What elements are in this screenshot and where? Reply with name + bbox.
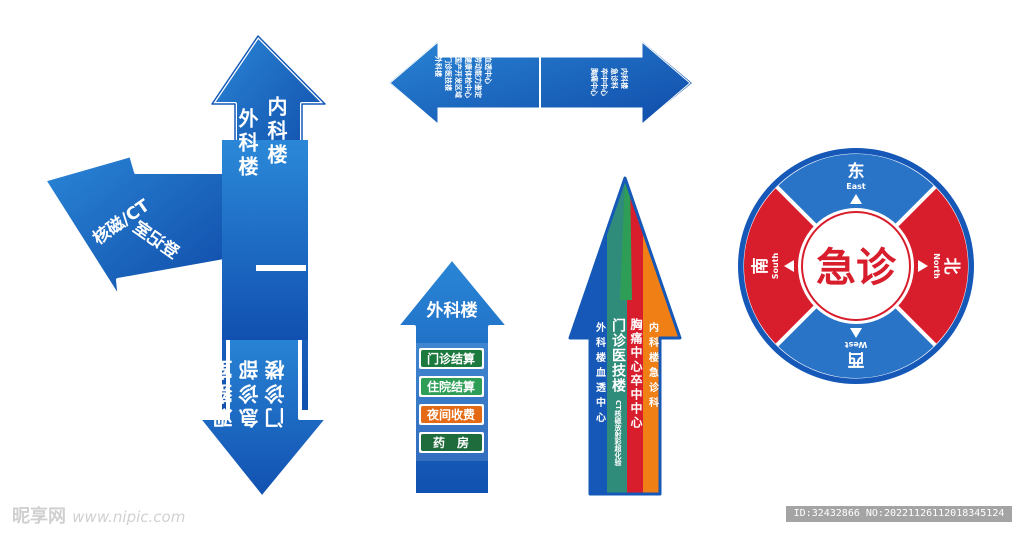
sign1-up-col-a: 外科楼: [235, 107, 259, 180]
sign4-col-a: 外科楼血透中心: [594, 321, 607, 427]
sign3-item-3-bg: [421, 434, 482, 451]
south-marker-icon: [784, 260, 794, 272]
sign1-down-col-a: 门诊楼: [264, 356, 288, 429]
compass-circle-sign: [738, 148, 974, 384]
sign3-title: 外科楼: [427, 300, 478, 321]
double-arrow-sign: [384, 35, 697, 130]
watermark-url: www.nipic.com: [72, 508, 186, 526]
compass-center-label: 急诊: [816, 245, 897, 291]
watermark-id: ID:32432866 NO:20221126112018345124: [786, 506, 1012, 522]
sign3-list: 门诊结算 住院结算 夜间收费 药 房: [419, 348, 484, 453]
sign4-col-d: 内科楼急诊科: [647, 321, 659, 412]
compass-north-label: 北: [941, 258, 961, 275]
sign1-down-col-c: 观察室: [212, 356, 236, 428]
east-marker-icon: [850, 194, 862, 204]
compass-west-en: West: [845, 340, 868, 349]
north-marker-icon: [918, 260, 928, 272]
sign3-item-2-bg: [421, 406, 482, 423]
sign3-item-0: 门诊结算: [427, 351, 475, 366]
sign3-item-1-bg: [421, 378, 482, 395]
sign2-right-line-2: 卒中中心: [600, 68, 609, 96]
west-marker-icon: [850, 328, 862, 338]
compass-south-label: 南: [750, 258, 771, 275]
watermark-left: 昵享网 www.nipic.com: [12, 502, 185, 528]
sign4-col-b-main: 门诊医技楼: [610, 317, 626, 393]
sign2-right-line-1: 急诊科: [610, 68, 619, 89]
sign2-left-line-3: 健康体检中心: [464, 56, 473, 98]
compass-west-label: 西: [848, 349, 865, 369]
three-way-arrow-sign: [42, 34, 330, 500]
sign3-item-0-bg: [421, 350, 482, 367]
sign1-up-col-b: 内科楼: [264, 95, 288, 168]
sign4-col-b-sub: CT核磁放射彩超化验: [614, 400, 623, 467]
sign4-col-c: 胸痛中心卒中中心: [629, 317, 643, 430]
sign2-left-line-2: 国产开发区域: [454, 56, 463, 98]
sign3-item-1: 住院结算: [427, 379, 475, 394]
sign2-right-line-3: 胸痛中心: [590, 68, 599, 96]
sign3-item-3: 药 房: [433, 435, 469, 450]
sign2-left-line-0: 外科楼: [434, 56, 443, 77]
compass-east-label: 东: [848, 161, 865, 182]
sign2-left-line-5: 血透中心: [484, 56, 493, 84]
sign3-item-2: 夜间收费: [426, 407, 475, 422]
watermark-brand: 昵享网: [12, 506, 66, 527]
compass-north-en: North: [932, 253, 941, 279]
compass-south-en: South: [771, 252, 780, 279]
sign2-right-line-0: 内科楼: [620, 68, 629, 89]
compass-east-en: East: [846, 182, 866, 191]
sign2-left-line-1: 门诊医技楼: [444, 56, 453, 91]
sign2-left-line-4: 劳动能力鉴定: [474, 56, 483, 98]
sign1-down-col-b: 急诊部: [238, 356, 262, 429]
